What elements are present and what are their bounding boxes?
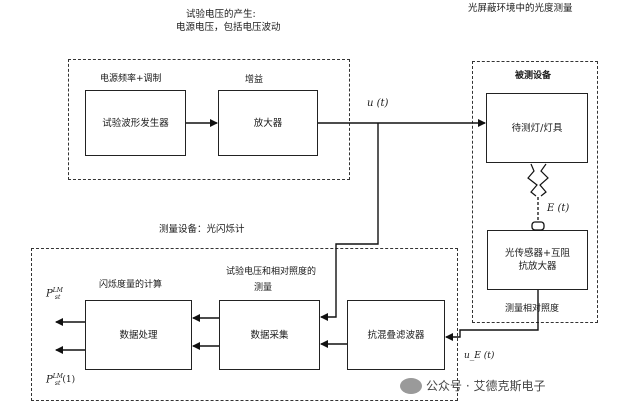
output-pst-sup: LM bbox=[52, 287, 63, 294]
output-pst1-sup: LM bbox=[52, 373, 63, 380]
signal-u-label: u (t) bbox=[367, 98, 389, 109]
light-sensor-label-line2: 抗放大器 bbox=[518, 261, 557, 272]
output-pst1-main: P bbox=[46, 374, 53, 386]
lamp-block: 待测灯/灯具 bbox=[486, 93, 588, 163]
diagram-title-line2: 电源电压，包括电压波动 bbox=[176, 22, 281, 33]
source-group-label: 电源频率+调制 bbox=[100, 74, 162, 84]
illuminance-label: E (t) bbox=[547, 203, 570, 214]
detection-title: 被测设备 bbox=[515, 71, 552, 81]
source-group bbox=[68, 59, 350, 180]
data-acquisition-block: 数据采集 bbox=[219, 300, 320, 370]
measurement-subtitle-line2: 测量 bbox=[254, 283, 273, 293]
light-emission-zigzag bbox=[527, 163, 538, 197]
output-pst-label: PLMst bbox=[46, 285, 63, 304]
lamp-label: 待测灯/灯具 bbox=[511, 122, 563, 134]
top-right-caption: 光屏蔽环境中的光度测量 bbox=[468, 3, 573, 14]
light-emission-zigzag-2 bbox=[539, 163, 549, 197]
diagram-title-line1: 试验电压的产生: bbox=[186, 9, 256, 20]
light-sensor-block: 光传感器+互阻 抗放大器 bbox=[487, 230, 588, 290]
wire-u-to-acquisition bbox=[320, 123, 379, 321]
data-acquisition-label: 数据采集 bbox=[250, 329, 289, 341]
wire-sensor-to-filter bbox=[445, 290, 539, 341]
waveform-generator-label: 试验波形发生器 bbox=[102, 117, 169, 129]
output-pst1-sub: st bbox=[54, 380, 61, 388]
flicker-calc-label: 闪烁度量的计算 bbox=[99, 280, 163, 290]
output-pst1-arg: (1) bbox=[62, 375, 76, 386]
wechat-icon bbox=[400, 378, 422, 394]
watermark-text: 公众号 · 艾德克斯电子 bbox=[426, 379, 546, 393]
measurement-subtitle-line1: 试验电压和相对照度的 bbox=[226, 267, 317, 277]
anti-aliasing-filter-block: 抗混叠滤波器 bbox=[347, 300, 445, 370]
sensor-head bbox=[531, 221, 545, 231]
output-pst-main: P bbox=[46, 288, 53, 300]
anti-aliasing-filter-label: 抗混叠滤波器 bbox=[367, 329, 425, 341]
amplifier-block: 放大器 bbox=[218, 90, 318, 156]
detection-group bbox=[472, 61, 598, 323]
signal-ue-label: u_E (t) bbox=[464, 351, 495, 361]
gain-label: 增益 bbox=[245, 75, 264, 85]
light-sensor-label-line1: 光传感器+互阻 bbox=[505, 248, 570, 259]
measurement-title: 测量设备：光闪烁计 bbox=[159, 224, 245, 235]
relative-illuminance-caption: 测量相对照度 bbox=[505, 304, 560, 314]
measurement-group bbox=[31, 248, 458, 401]
waveform-generator-block: 试验波形发生器 bbox=[85, 90, 186, 156]
output-pst-sub: st bbox=[54, 294, 61, 302]
amplifier-label: 放大器 bbox=[253, 117, 283, 129]
data-processing-label: 数据处理 bbox=[119, 329, 158, 341]
output-pst1-label: PLMst(1) bbox=[46, 371, 75, 390]
data-processing-block: 数据处理 bbox=[85, 300, 192, 370]
